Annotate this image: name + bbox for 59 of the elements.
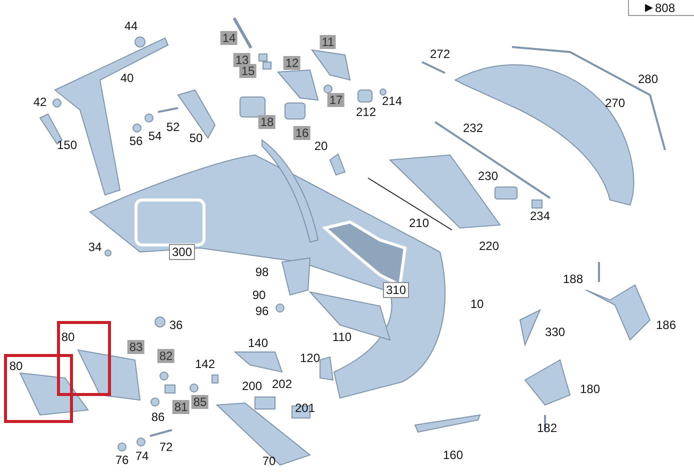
- callout-number: 232: [462, 121, 484, 135]
- callout-number: 180: [580, 382, 600, 396]
- callout-number: 202: [272, 377, 292, 391]
- callout-number: 214: [382, 94, 402, 108]
- callout-number: 120: [300, 351, 320, 365]
- callout-number: 96: [255, 304, 269, 318]
- callout-number: 150: [56, 138, 78, 152]
- callout-number: 300: [168, 244, 196, 260]
- callout-number: 270: [604, 96, 626, 110]
- callout-number: 42: [33, 95, 47, 109]
- callout-number: 54: [148, 129, 162, 143]
- callout-number: 15: [239, 64, 257, 78]
- callout-number: 74: [135, 449, 149, 463]
- callout-number: 16: [293, 126, 311, 140]
- callout-number: 234: [530, 209, 550, 223]
- callout-number: 56: [129, 134, 143, 148]
- callout-number: 70: [262, 454, 276, 468]
- callout-number: 310: [382, 282, 410, 298]
- callout-number: 44: [124, 19, 138, 33]
- callout-number: 36: [169, 318, 183, 332]
- callout-number: 85: [191, 395, 209, 409]
- callout-number: 210: [408, 216, 430, 230]
- callout-number: 40: [120, 71, 134, 85]
- callout-number: 212: [356, 105, 376, 119]
- callout-number: 230: [478, 169, 498, 183]
- callout-number: 160: [442, 448, 464, 462]
- callout-number: 140: [248, 336, 268, 350]
- callout-number: 11: [320, 35, 336, 49]
- callout-number: 280: [638, 72, 658, 86]
- reference-number: 808: [655, 1, 676, 15]
- callout-number: 182: [536, 421, 558, 435]
- callout-number: 76: [115, 453, 129, 467]
- callout-number: 83: [127, 340, 145, 354]
- callout-number: 82: [157, 349, 175, 363]
- callout-number: 50: [189, 131, 203, 145]
- callout-number: 201: [294, 401, 316, 415]
- callout-number: 52: [166, 120, 180, 134]
- callout-number: 110: [332, 330, 352, 344]
- callout-number: 86: [151, 410, 165, 424]
- callout-number: 220: [478, 239, 500, 253]
- callout-number: 272: [430, 47, 450, 61]
- callout-number: 18: [258, 115, 276, 129]
- callout-number: 80: [61, 330, 75, 344]
- callout-number: 142: [194, 357, 216, 371]
- callout-number: 81: [172, 400, 190, 414]
- callout-number: 72: [159, 440, 173, 454]
- callout-number: 20: [314, 139, 328, 153]
- callout-number: 330: [544, 325, 566, 339]
- callout-number: 10: [470, 297, 484, 311]
- callout-number: 188: [562, 272, 584, 286]
- callout-number: 186: [656, 318, 676, 332]
- callout-number: 12: [283, 56, 301, 70]
- callout-number: 200: [242, 379, 262, 393]
- callout-number: 14: [220, 31, 238, 45]
- callout-number: 34: [88, 240, 102, 254]
- callout-number: 98: [255, 265, 269, 279]
- callout-number: 80: [9, 359, 23, 373]
- callout-number: 90: [252, 288, 266, 302]
- callout-number: 17: [327, 93, 345, 107]
